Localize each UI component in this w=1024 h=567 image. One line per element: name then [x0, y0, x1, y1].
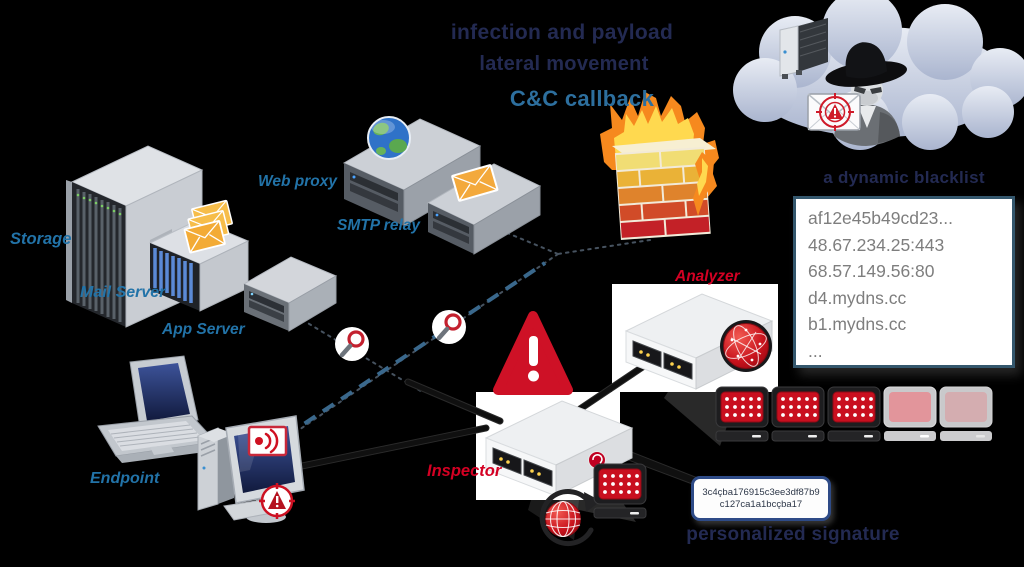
signature-hash-line: 3c4çba176915c3ee3df87b9 [702, 486, 820, 498]
update-sphere-icon [539, 489, 601, 547]
mail-icon [451, 164, 499, 202]
label-inspector: Inspector [427, 462, 502, 480]
web-proxy-icon [342, 116, 482, 227]
mail-icon [183, 199, 233, 254]
app-server-icon [242, 256, 338, 332]
label-mail-server: Mail Server [80, 284, 166, 301]
targeted-mail-icon [807, 93, 861, 131]
signature-hash-box: 3c4çba176915c3ee3df87b9 c127ca1a1bcçba17 [691, 476, 831, 521]
signature-card-icon [593, 463, 647, 519]
smtp-relay-icon [426, 163, 542, 255]
personalized-signature-label: personalized signature [686, 524, 900, 545]
blacklist-title: a dynamic blacklist [823, 168, 985, 187]
label-storage: Storage [10, 230, 72, 248]
blacklist-entry: 68.57.149.56:80 [808, 261, 935, 281]
blacklist-entry: b1.mydns.cc [808, 314, 907, 334]
blacklist-box: af12e45b49cd23... 48.67.234.25:443 68.57… [793, 196, 1015, 368]
firewall-icon [600, 92, 719, 240]
label-analyzer: Analyzer [675, 268, 740, 285]
blacklist-entry: 48.67.234.25:443 [808, 234, 945, 255]
globe-icon [367, 116, 411, 160]
signature-card-icon [771, 386, 825, 442]
label-app-server: App Server [162, 321, 245, 338]
threat-step-1: infection and payload [450, 21, 674, 44]
magnifier-icon [335, 327, 371, 363]
threat-step-2: lateral movement [479, 53, 649, 75]
blacklist-entry: d4.mydns.cc [808, 287, 907, 308]
magnifier-icon [432, 310, 468, 346]
signal-icon [247, 425, 288, 457]
label-smtp-relay: SMTP relay [337, 217, 420, 234]
analyzer-appliance-icon [624, 293, 774, 390]
signature-hash-line: c127ca1a1bcçba17 [719, 498, 803, 510]
signature-card-icon [715, 386, 769, 442]
mail-server-icon [148, 199, 250, 312]
attacker-icon [825, 42, 907, 146]
blacklist-entry: af12e45b49cd23... [808, 208, 953, 228]
infected-pc-icon [197, 415, 305, 523]
mirrored-traffic-line [266, 261, 547, 450]
label-endpoint: Endpoint [90, 470, 160, 487]
attacker-cloud [733, 0, 1024, 150]
compromised-host-icon [779, 18, 828, 79]
inspector-appliance-icon [484, 400, 634, 497]
target-icon [259, 483, 295, 519]
network-sphere-icon [720, 320, 772, 372]
endpoint-laptop-icon [97, 355, 220, 463]
label-web-proxy: Web proxy [258, 173, 337, 190]
threat-step-3: C&C callback [509, 86, 655, 111]
blacklist-entry: ... [808, 340, 823, 361]
signature-card-icon-faded [883, 386, 937, 441]
signature-card-icon [827, 386, 881, 442]
signature-card-icon-faded [939, 386, 993, 441]
warning-icon [493, 311, 573, 395]
